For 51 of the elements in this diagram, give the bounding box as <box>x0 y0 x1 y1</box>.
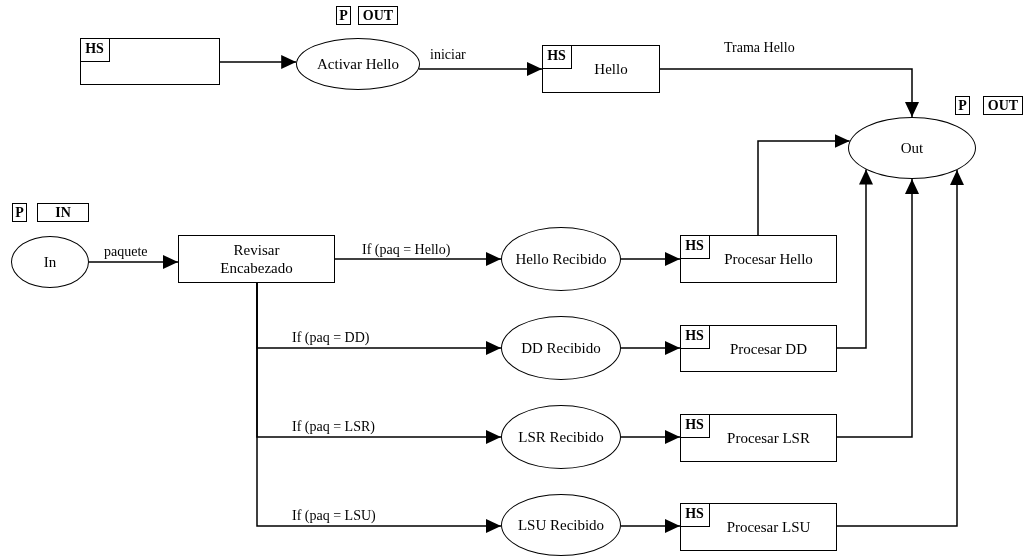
node-label: Procesar LSU <box>725 518 812 536</box>
arrow <box>418 62 543 76</box>
tag-label: HS <box>679 234 710 259</box>
arrow <box>88 255 179 269</box>
edge-label: If (paq = LSR) <box>290 419 377 435</box>
port-tag: P <box>955 96 970 115</box>
node-label: Out <box>899 139 925 157</box>
transition-box <box>178 235 335 283</box>
tag-label: HS <box>541 44 572 69</box>
edge-label: If (paq = DD) <box>290 330 372 346</box>
port-tag: OUT <box>983 96 1023 115</box>
transition-box <box>680 325 837 372</box>
tag-label: HS <box>679 324 710 349</box>
arrow <box>659 68 919 118</box>
transition-box <box>680 414 837 462</box>
arrow <box>836 168 873 349</box>
node-label: Revisar Encabezado <box>219 241 294 277</box>
arrow <box>256 282 502 533</box>
arrow <box>757 134 851 236</box>
node-label: Procesar LSR <box>726 429 811 447</box>
edge-label: If (paq = Hello) <box>360 242 453 258</box>
tag-label: HS <box>679 502 710 527</box>
transition-box <box>680 503 837 551</box>
arrow <box>836 169 964 527</box>
arrow <box>620 252 681 266</box>
edge-label: If (paq = LSU) <box>290 508 378 524</box>
transition-box <box>542 45 660 93</box>
arrow <box>620 341 681 355</box>
transition-box <box>680 235 837 283</box>
node-label: Hello Recibido <box>514 250 608 268</box>
node-label: In <box>42 253 58 271</box>
tag-label: HS <box>679 413 710 438</box>
arrow <box>620 430 681 444</box>
arrow <box>334 252 502 266</box>
node-label: LSR Recibido <box>517 428 605 446</box>
node-label: Procesar Hello <box>723 250 814 268</box>
node-label: DD Recibido <box>520 339 602 357</box>
port-tag: OUT <box>358 6 398 25</box>
port-tag: P <box>12 203 27 222</box>
arrow <box>620 519 681 533</box>
node-label: Procesar DD <box>728 339 809 358</box>
transition-box <box>80 38 220 85</box>
tag-label: HS <box>79 37 110 62</box>
edge-label: paquete <box>102 244 150 260</box>
node-label: LSU Recibido <box>516 516 606 534</box>
node-label: Activar Hello <box>315 55 401 73</box>
port-tag: P <box>336 6 351 25</box>
port-tag: IN <box>37 203 89 222</box>
arrow <box>219 55 297 69</box>
arrow <box>836 178 919 438</box>
node-label: Hello <box>593 60 629 78</box>
